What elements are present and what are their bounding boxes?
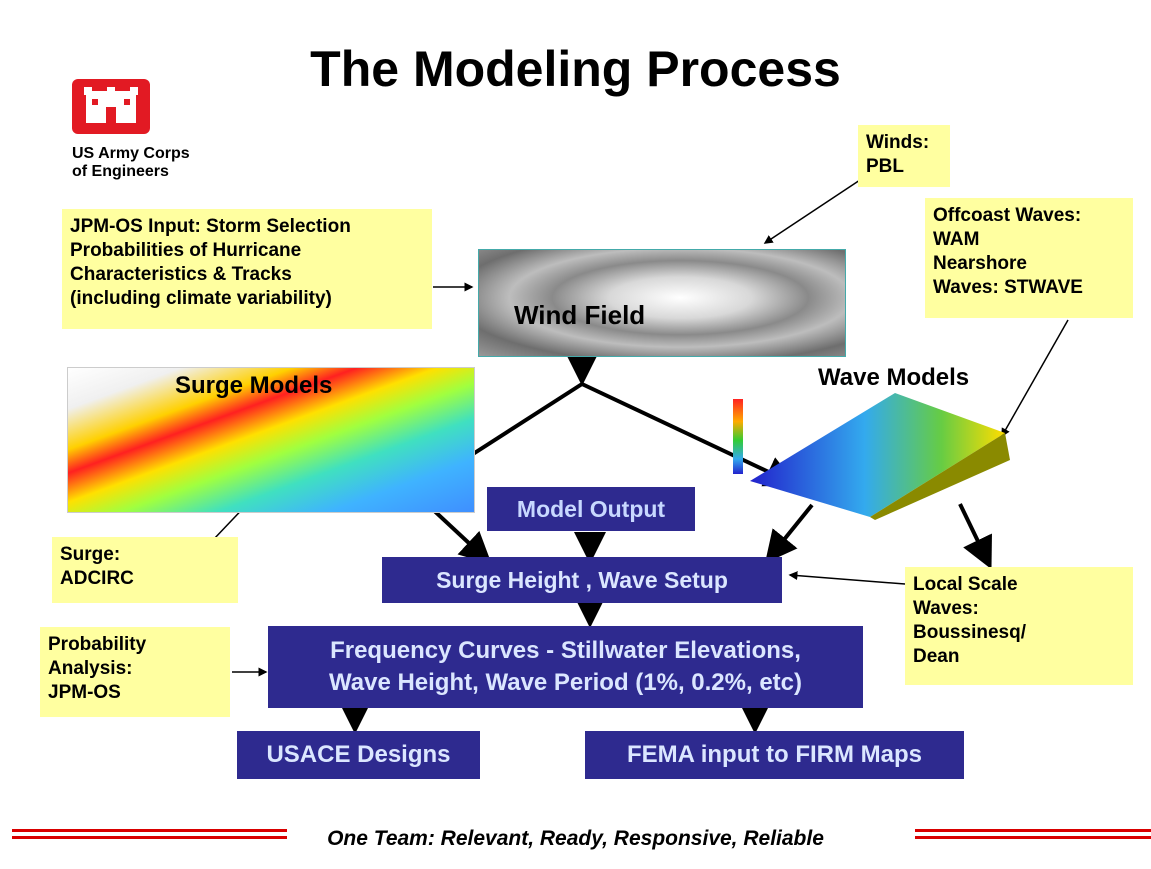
note-line: Nearshore — [933, 253, 1027, 274]
footer-motto: One Team: Relevant, Ready, Responsive, R… — [327, 827, 824, 850]
surge-height-box: Surge Height , Wave Setup — [382, 557, 782, 603]
offcoast-waves-note: Offcoast Waves: WAM Nearshore Waves: STW… — [925, 198, 1133, 318]
note-line: JPM-OS Input: Storm Selection — [70, 216, 351, 237]
wave-models-label: Wave Models — [818, 364, 970, 391]
surge-note: Surge: ADCIRC — [52, 537, 238, 603]
surge-model-map — [67, 367, 475, 513]
note-line: Probabilities of Hurricane — [70, 240, 302, 261]
wind-field-label: Wind Field — [514, 300, 646, 330]
local-scale-waves-note: Local Scale Waves: Boussinesq/ Dean — [905, 567, 1133, 685]
note-line: Waves: — [913, 598, 979, 619]
note-line: (including climate variability) — [70, 288, 332, 309]
frequency-line-1: Frequency Curves - Stillwater Elevations… — [330, 637, 801, 664]
note-line: Boussinesq/ — [913, 622, 1026, 643]
wave-model-map — [733, 393, 1010, 520]
footer-rule-right-bottom — [915, 836, 1151, 839]
note-line: Surge: — [60, 544, 121, 565]
usace-castle-logo — [72, 79, 150, 134]
frequency-curves-box: Frequency Curves - Stillwater Elevations… — [268, 626, 863, 708]
note-line: Probability — [48, 634, 147, 655]
footer-rule-left-bottom — [12, 836, 287, 839]
frequency-line-2: Wave Height, Wave Period (1%, 0.2%, etc) — [328, 669, 803, 696]
note-line: WAM — [933, 229, 980, 250]
logo-text: US Army Corps of Engineers — [72, 145, 190, 181]
note-line: Dean — [913, 646, 960, 667]
note-line: JPM-OS — [48, 682, 121, 703]
note-line: Analysis: — [48, 658, 133, 679]
note-line: ADCIRC — [60, 568, 134, 589]
fema-firm-box: FEMA input to FIRM Maps — [585, 731, 964, 779]
logo-line-1: US Army Corps — [72, 145, 190, 162]
note-line: Offcoast Waves: — [933, 205, 1082, 226]
note-line: Waves: STWAVE — [933, 277, 1083, 298]
page-title: The Modeling Process — [310, 41, 841, 97]
note-line: Characteristics & Tracks — [70, 264, 292, 285]
probability-note: Probability Analysis: JPM-OS — [40, 627, 230, 717]
model-output-box: Model Output — [487, 487, 695, 531]
footer-rule-right-top — [915, 829, 1151, 832]
winds-note: Winds: PBL — [858, 125, 950, 187]
note-line: Local Scale — [913, 574, 1018, 595]
footer-rule-left-top — [12, 829, 287, 832]
logo-line-2: of Engineers — [72, 163, 169, 180]
note-line: PBL — [866, 156, 904, 177]
wind-field-image: Wind Field — [478, 249, 846, 357]
note-line: Winds: — [866, 132, 930, 153]
usace-designs-box: USACE Designs — [237, 731, 480, 779]
jpm-input-note: JPM-OS Input: Storm Selection Probabilit… — [62, 209, 432, 329]
surge-models-label: Surge Models — [175, 372, 333, 399]
